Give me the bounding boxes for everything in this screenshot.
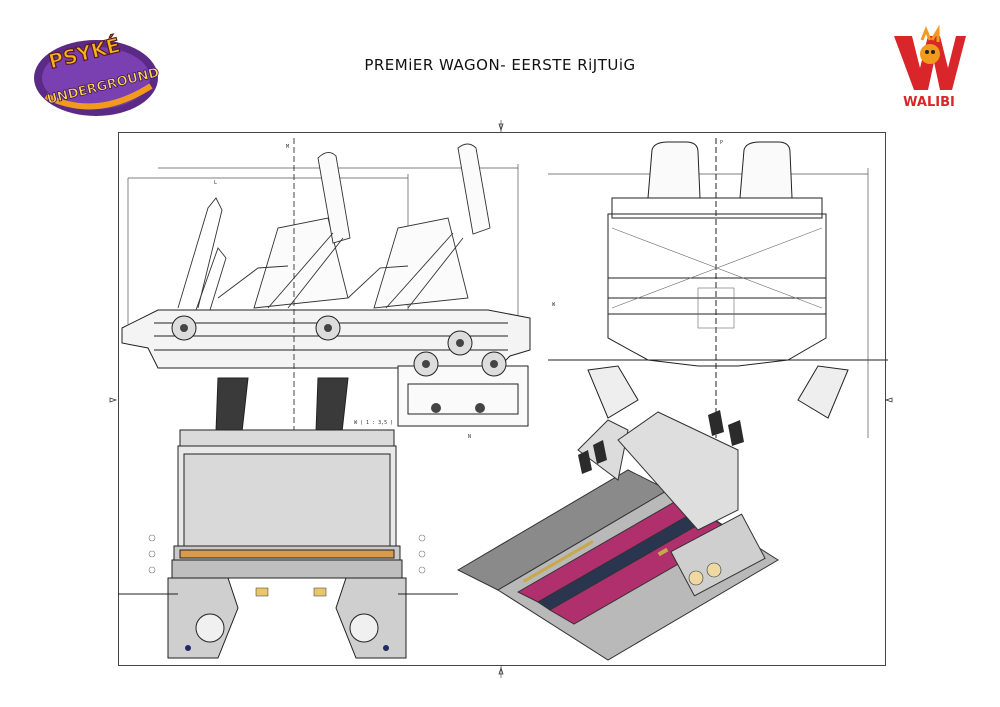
walibi-logo: WALIBI xyxy=(894,24,966,110)
isometric-render xyxy=(456,410,779,661)
section-marker-l: L xyxy=(214,180,217,186)
drawing-sheet xyxy=(118,132,886,666)
section-marker-n: N xyxy=(468,434,471,440)
section-marker-m: M xyxy=(286,144,289,150)
page-title: PREMiER WAGON- EERSTE RiJTUiG xyxy=(364,56,636,74)
scale-note: W ( 1 : 3,5 ) xyxy=(354,420,393,426)
side-view-drawing: L M N xyxy=(121,138,531,440)
walibi-wordmark: WALIBI xyxy=(903,95,955,110)
section-marker-w: W xyxy=(552,302,556,308)
section-marker-p: P xyxy=(720,140,723,146)
section-view-w: W ( 1 : 3,5 ) xyxy=(118,377,458,659)
psyke-underground-logo: PSYKÉ UNDERGROUND xyxy=(34,32,161,116)
front-view-drawing: W P xyxy=(548,138,888,438)
